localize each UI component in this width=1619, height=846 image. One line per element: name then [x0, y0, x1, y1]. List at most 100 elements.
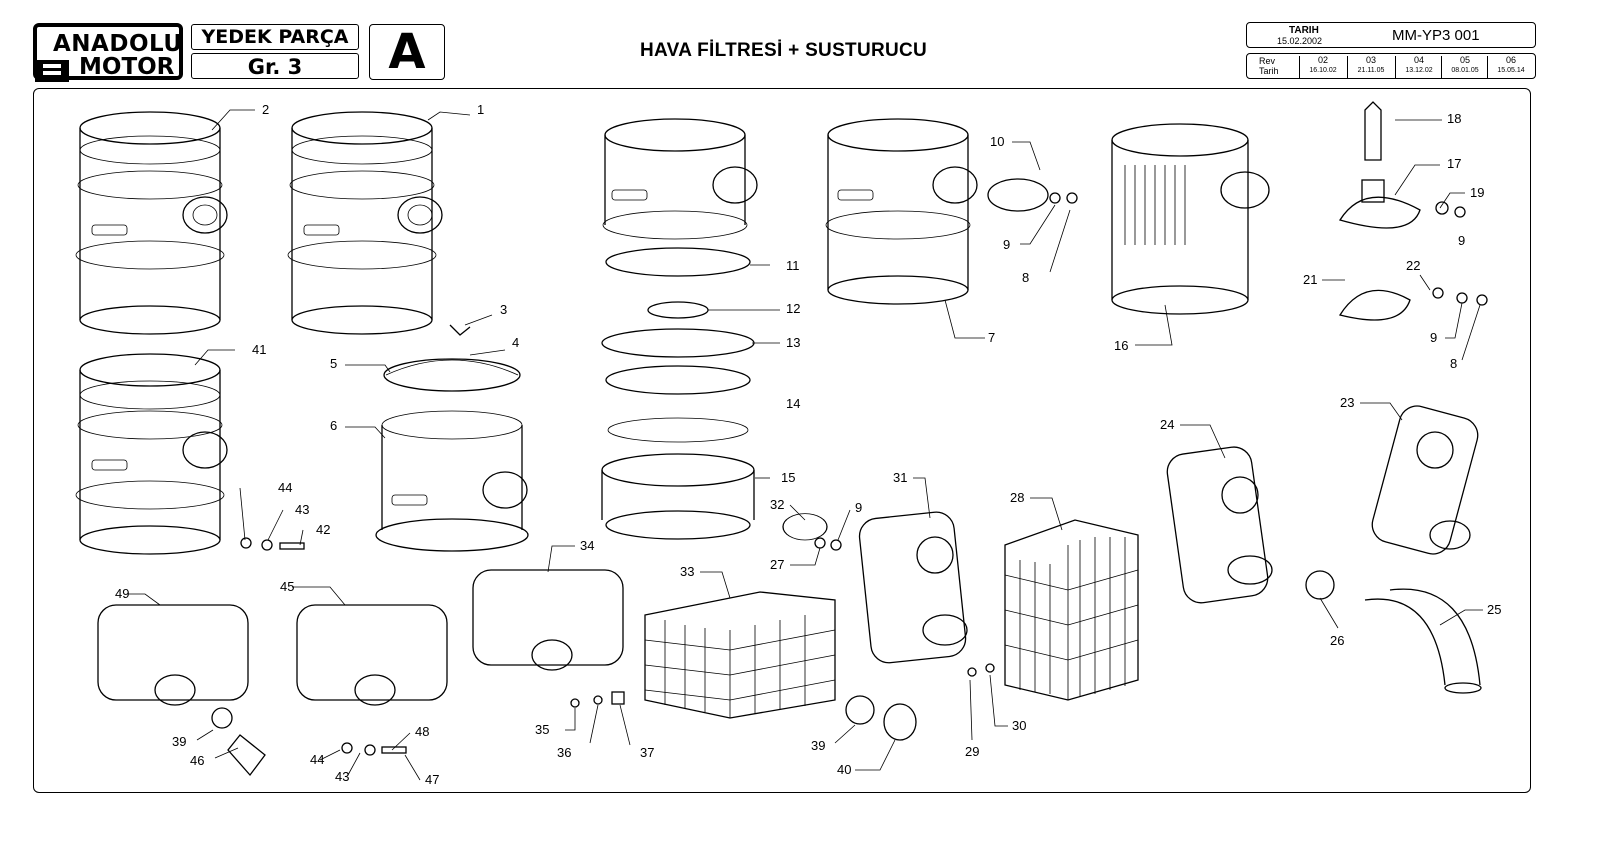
page-title: HAVA FİLTRESİ + SUSTURUCU: [640, 40, 928, 61]
callout: 9: [855, 500, 862, 515]
callout: 22: [1406, 258, 1420, 273]
logo-line2: MOTOR: [79, 54, 175, 80]
muffler-24: [1166, 446, 1273, 604]
callout: 13: [786, 335, 800, 350]
muffler-45: [296, 604, 448, 706]
filter-element-33: [644, 591, 836, 719]
rev-separator: [1347, 56, 1348, 78]
callout: 25: [1487, 602, 1501, 617]
muffler-34: [472, 569, 624, 671]
callout: 5: [330, 356, 337, 371]
callout: 26: [1330, 633, 1344, 648]
group-label: Gr. 3: [191, 53, 359, 79]
callout: 15: [781, 470, 795, 485]
air-filter-7: [825, 118, 1078, 305]
callout: 1: [477, 102, 484, 117]
rev-number: 06: [1505, 55, 1516, 65]
filter-element-28: [1004, 519, 1139, 701]
callout: 43: [335, 769, 349, 784]
rev-separator: [1487, 56, 1488, 78]
date-box: TARIH 15.02.2002 MM-YP3 001: [1246, 22, 1536, 48]
rev-separator: [1441, 56, 1442, 78]
callout: 31: [893, 470, 907, 485]
callout-labels: 2 1 3 4 5 6 7 8 8 9 9 9 9 10 11 12 13 14…: [115, 102, 1501, 787]
callout: 23: [1340, 395, 1354, 410]
callout: 39: [811, 738, 825, 753]
callout: 47: [425, 772, 439, 787]
callout: 30: [1012, 718, 1026, 733]
leader-lines: [127, 109, 1483, 781]
callout: 17: [1447, 156, 1461, 171]
callout: 27: [770, 557, 784, 572]
rev-number: 03: [1365, 55, 1376, 65]
rev-separator: [1395, 56, 1396, 78]
callout: 2: [262, 102, 269, 117]
callout: 40: [837, 762, 851, 777]
rev-date: 13.12.02: [1405, 67, 1433, 74]
callout: 4: [512, 335, 519, 350]
air-filter-2: [75, 111, 228, 335]
callout: 48: [415, 724, 429, 739]
revision-table: Rev Tarih 02 16.10.02 03 21.11.05 04 13.…: [1246, 53, 1536, 79]
small-parts: [211, 513, 917, 777]
logo-line1: ANADOLU: [53, 31, 183, 57]
logo-mark: [35, 60, 69, 82]
air-filter-16: [1111, 123, 1270, 315]
callout: 9: [1458, 233, 1465, 248]
section-label: YEDEK PARÇA: [191, 24, 359, 50]
muffler-31: [858, 511, 995, 677]
callout: 29: [965, 744, 979, 759]
doc-code: MM-YP3 001: [1392, 27, 1480, 44]
callout: 49: [115, 586, 129, 601]
rev-label: Rev: [1259, 56, 1276, 66]
callout: 34: [580, 538, 594, 553]
diagram-panel: [33, 88, 1531, 793]
callout: 32: [770, 497, 784, 512]
callout: 36: [557, 745, 571, 760]
rev-date-label: Tarih: [1259, 66, 1279, 76]
callout: 41: [252, 342, 266, 357]
callout: 3: [500, 302, 507, 317]
callout: 6: [330, 418, 337, 433]
rev-date: 15.05.14: [1497, 67, 1525, 74]
callout: 11: [786, 258, 800, 273]
callout: 9: [1003, 237, 1010, 252]
callout: 28: [1010, 490, 1024, 505]
rev-number: 02: [1317, 55, 1328, 65]
rev-separator: [1299, 56, 1300, 78]
group-code: A: [369, 24, 445, 80]
callout: 35: [535, 722, 549, 737]
rev-number: 04: [1413, 55, 1424, 65]
section-box: YEDEK PARÇA Gr. 3: [191, 24, 361, 82]
callout: 39: [172, 734, 186, 749]
callout: 46: [190, 753, 204, 768]
callout: 45: [280, 579, 294, 594]
callout: 44: [310, 752, 324, 767]
pipe-clamp-26: [1305, 570, 1335, 600]
revision-block: TARIH 15.02.2002 MM-YP3 001 Rev Tarih 02…: [1246, 22, 1536, 80]
air-filter-41: [75, 353, 228, 555]
callout: 18: [1447, 111, 1461, 126]
rev-number: 05: [1459, 55, 1470, 65]
muffler-23: [1371, 405, 1479, 555]
muffler-49: [97, 604, 249, 706]
callout: 7: [988, 330, 995, 345]
air-filter-exploded-3-6: [375, 324, 529, 552]
callout: 8: [1022, 270, 1029, 285]
rev-date: 16.10.02: [1309, 67, 1337, 74]
callout: 42: [316, 522, 330, 537]
callout: 12: [786, 301, 800, 316]
company-logo: ANADOLU MOTOR: [33, 23, 183, 82]
callout: 43: [295, 502, 309, 517]
callout: 44: [278, 480, 292, 495]
callout: 8: [1450, 356, 1457, 371]
fitting-parts-17-22: [1338, 101, 1488, 321]
air-filter-1: [287, 111, 443, 335]
callout: 37: [640, 745, 654, 760]
date-value: 15.02.2002: [1277, 36, 1323, 46]
callout: 10: [990, 134, 1004, 149]
callout: 16: [1114, 338, 1128, 353]
filter-column-11-15: [601, 118, 758, 540]
callout: 24: [1160, 417, 1174, 432]
